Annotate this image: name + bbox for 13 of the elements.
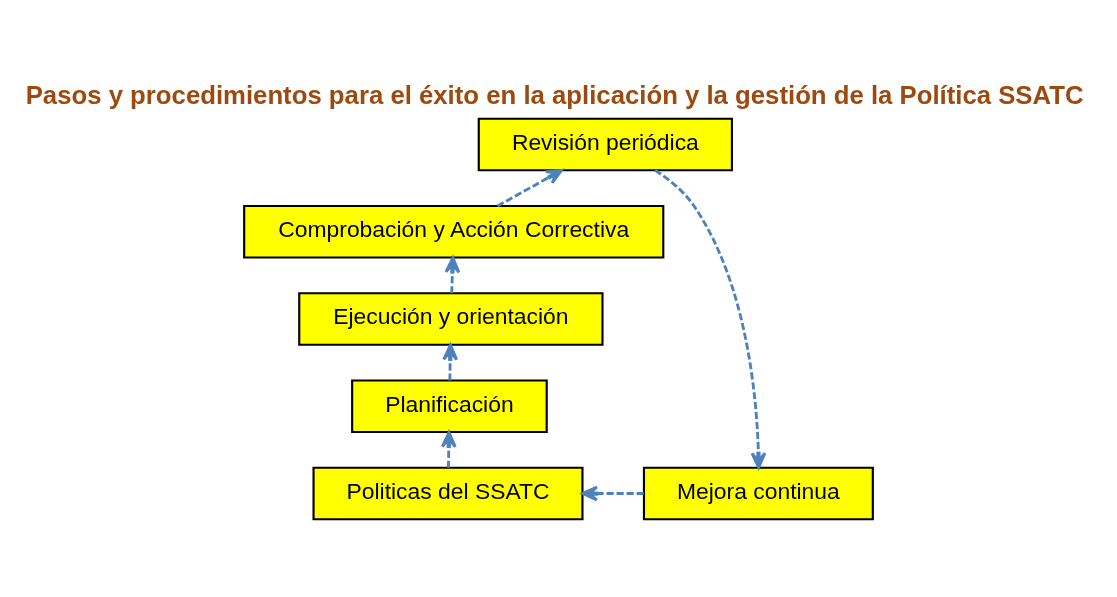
arrow bbox=[581, 485, 644, 501]
arrow bbox=[496, 168, 563, 207]
node-box: Ejecución y orientación bbox=[298, 291, 604, 346]
node-box: Politicas del SSATC bbox=[312, 466, 584, 520]
arrow bbox=[444, 255, 461, 293]
arrow bbox=[442, 343, 459, 380]
arrow bbox=[654, 168, 767, 469]
node-box: Planificación bbox=[351, 378, 548, 433]
node-box: Revisión periódica bbox=[477, 117, 733, 171]
arrow bbox=[440, 430, 457, 468]
diagram-title: Pasos y procedimientos para el éxito en la aplicación y la gestión de la Política SSATC bbox=[25, 80, 1084, 109]
node-box: Comprobación y Acción Correctiva bbox=[243, 204, 665, 259]
node-box: Mejora continua bbox=[642, 466, 874, 520]
